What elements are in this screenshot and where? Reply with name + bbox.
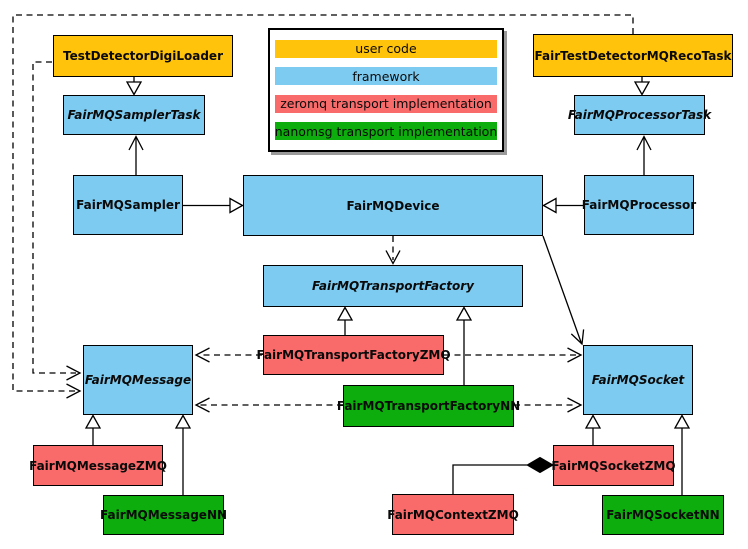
edge-socketnn-socket	[673, 414, 691, 495]
edge-factorynn-socket	[514, 397, 583, 413]
edge-messagenn-message	[174, 414, 192, 495]
edge-sampler-samplertask	[128, 135, 144, 175]
legend: user code framework zeromq transport imp…	[268, 28, 504, 152]
class-box-fairmqsocketnn: FairMQSocketNN	[602, 495, 724, 535]
class-box-fairmqmessage: FairMQMessage	[83, 345, 193, 415]
class-box-fairmqsamplertask: FairMQSamplerTask	[63, 95, 205, 135]
class-box-fairmqcontextzmq: FairMQContextZMQ	[387, 494, 519, 535]
edge-factorynn-factory	[455, 306, 473, 385]
edge-processor-processortask	[636, 135, 652, 175]
class-box-fairtestdetectormqrecotask: FairTestDetectorMQRecoTask	[533, 34, 733, 77]
class-box-fairmqprocessortask: FairMQProcessorTask	[568, 95, 711, 135]
edge-recotask-message	[12, 14, 634, 399]
edge-contextzmq-socketzmq	[452, 456, 555, 494]
class-box-testdetectordigiloader: TestDetectorDigiLoader	[53, 35, 233, 77]
edge-messagezmq-message	[84, 414, 102, 445]
class-box-fairmqtransportfactory: FairMQTransportFactory	[263, 265, 523, 307]
class-box-fairmqmessagezmq: FairMQMessageZMQ	[29, 445, 167, 486]
edge-digiloader-samplertask	[125, 77, 143, 96]
legend-item-zeromq: zeromq transport implementation	[275, 94, 497, 113]
edge-device-factory	[385, 236, 401, 265]
edge-recotask-processortask	[633, 77, 651, 96]
edge-socketzmq-socket	[584, 414, 602, 445]
class-box-fairmqsampler: FairMQSampler	[73, 175, 183, 235]
class-box-fairmqsocket: FairMQSocket	[583, 345, 693, 415]
edge-processor-device	[542, 197, 584, 214]
edge-digiloader-message	[32, 61, 82, 381]
edge-factoryzmq-message	[194, 347, 262, 363]
class-box-fairmqtransportfactoryzmq: FairMQTransportFactoryZMQ	[256, 335, 451, 375]
edge-device-socket	[542, 235, 585, 346]
legend-item-framework: framework	[275, 67, 497, 86]
class-box-fairmqtransportfactorynn: FairMQTransportFactoryNN	[337, 385, 520, 427]
legend-item-user-code: user code	[275, 39, 497, 58]
edge-sampler-device	[183, 197, 244, 214]
class-box-fairmqmessagenn: FairMQMessageNN	[100, 495, 227, 535]
edge-factorynn-message	[194, 397, 343, 413]
legend-item-nanomsg: nanomsg transport implementation	[274, 122, 498, 141]
class-box-fairmqdevice: FairMQDevice	[243, 175, 543, 236]
edge-factoryzmq-factory	[336, 306, 354, 335]
class-box-fairmqprocessor: FairMQProcessor	[582, 175, 696, 235]
edge-factoryzmq-socket	[444, 347, 583, 363]
class-box-fairmqsocketzmq: FairMQSocketZMQ	[551, 445, 676, 486]
